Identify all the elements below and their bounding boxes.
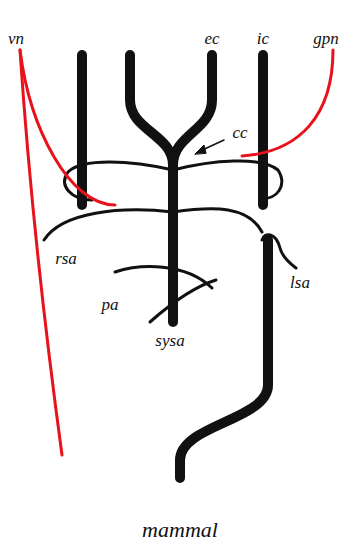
right-carotid-bar <box>258 55 268 205</box>
part-label: lsa <box>288 273 312 292</box>
part-label: rsa <box>53 249 79 268</box>
figure-caption: mammal <box>140 518 220 542</box>
right-subclavian <box>44 210 173 240</box>
dorsal-aorta <box>180 240 268 478</box>
systemic-arch <box>168 160 178 322</box>
part-label: cc <box>230 123 249 142</box>
pointer-head <box>195 145 206 154</box>
pulmonary-artery <box>150 280 216 322</box>
part-label: sysa <box>153 331 186 350</box>
carotid-arm <box>130 55 173 165</box>
part-label: pa <box>100 295 121 314</box>
pulmonary-artery <box>115 267 212 288</box>
part-label: gpn <box>311 29 341 48</box>
part-label: ic <box>255 29 271 48</box>
glossopharyngeal-nerve <box>242 50 333 156</box>
part-label: ec <box>202 29 221 48</box>
vagus-nerve-branch <box>20 50 115 205</box>
part-label: vn <box>6 29 26 48</box>
left-subclavian-branch <box>173 209 262 232</box>
left-carotid-bar <box>77 55 87 205</box>
